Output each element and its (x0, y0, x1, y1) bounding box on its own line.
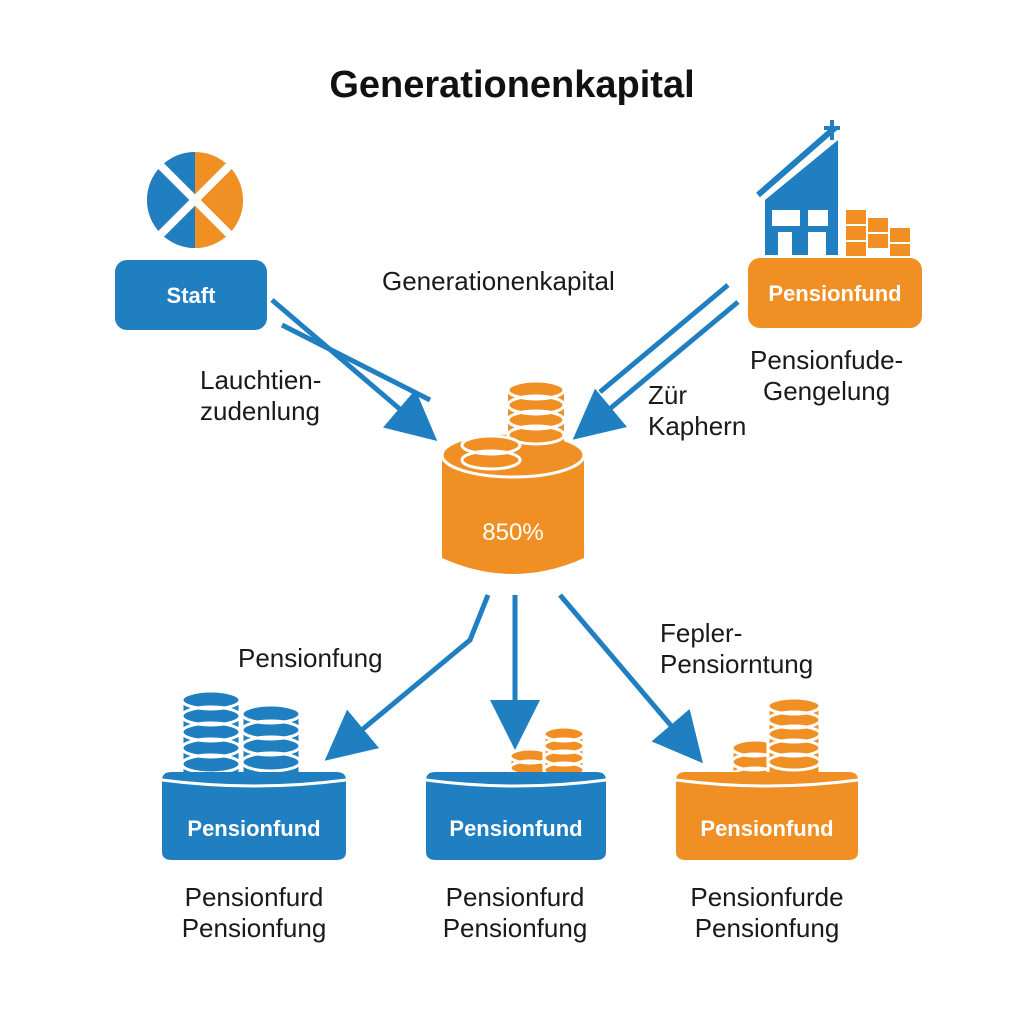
pensionfund-bottom-middle-label: Pensionfund (449, 816, 582, 841)
label-top-center: Generationenkapital (382, 266, 615, 296)
pensionfund-bottom-right-box[interactable]: Pensionfund (675, 772, 859, 860)
house-icon (756, 120, 910, 256)
label-left-arrow: Lauchtien- zudenlung (200, 365, 322, 426)
caption-middle: Pensionfurd Pensionfung (442, 882, 588, 943)
bottom-right-coin-stack-icon (730, 696, 822, 786)
label-right-arrow: Zür Kaphern (648, 380, 747, 441)
label-bottom-left-arrow: Pensionfung (238, 643, 383, 673)
caption-left: Pensionfurd Pensionfung (181, 882, 327, 943)
bottom-left-coin-stack-icon (180, 689, 302, 782)
center-coin-stack-icon: 850% (440, 379, 586, 574)
center-value: 850% (482, 519, 543, 546)
pie-icon (147, 152, 243, 248)
arrows-top (270, 283, 740, 441)
label-right-caption: Pensionfude- Gengelung (750, 345, 904, 406)
pensionfund-bottom-left-label: Pensionfund (187, 816, 320, 841)
page-title: Generationenkapital (329, 64, 695, 106)
pensionfund-bottom-middle-box[interactable]: Pensionfund (425, 772, 607, 860)
staft-box[interactable]: Staft (115, 260, 267, 330)
pensionfund-top-box[interactable]: Pensionfund (748, 258, 922, 328)
staft-label: Staft (167, 283, 217, 308)
label-bottom-right-arrow: Fepler- Pensiorntung (660, 618, 814, 679)
pensionfund-top-label: Pensionfund (768, 281, 901, 306)
arrows-bottom (324, 593, 703, 764)
pensionfund-bottom-left-box[interactable]: Pensionfund (161, 772, 347, 860)
caption-right: Pensionfurde Pensionfung (690, 882, 844, 943)
pensionfund-bottom-right-label: Pensionfund (700, 816, 833, 841)
